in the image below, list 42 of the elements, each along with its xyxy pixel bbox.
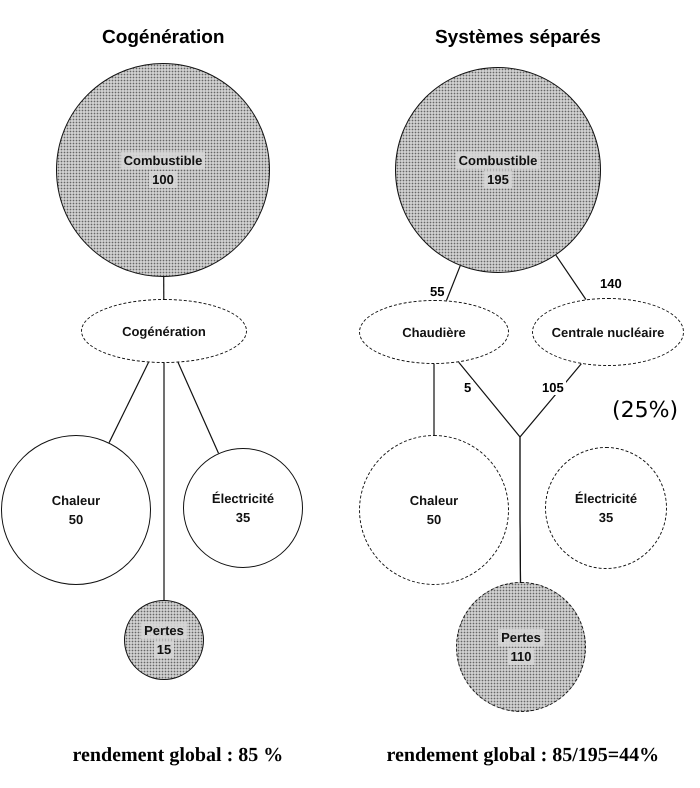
efficiency-note: rendement global : 85/195=44% [386,744,660,766]
node-label: Pertes [498,629,544,646]
node-label: Électricité [574,490,638,507]
edge-label: 55 [428,284,446,299]
node-value: 110 [508,648,534,665]
edge-label: 5 [462,380,474,395]
section-heading: Systèmes séparés [435,27,601,49]
connector-line [519,363,582,582]
output-circle [1,435,151,585]
node-label: Combustible [456,152,540,169]
node-value: 15 [154,641,174,658]
node-label: Chaudière [402,324,466,340]
efficiency-note: rendement global : 85 % [72,744,284,766]
node-label: Chaleur [52,492,100,509]
node-label: Pertes [141,622,187,639]
connector-line [555,254,586,300]
node-value: 35 [598,509,614,526]
output-circle [545,447,667,569]
annotation: (25%) [612,398,678,422]
node-label: Électricité [212,490,274,507]
process-ellipse [81,299,247,363]
process-ellipse [359,300,509,364]
node-value: 50 [68,511,84,528]
node-value: 195 [484,171,512,188]
output-circle [183,448,303,568]
edge-label: 140 [598,276,624,291]
node-label: Cogénération [122,322,206,340]
node-label: Chaleur [410,492,458,509]
node-value: 35 [236,509,250,526]
node-value: 50 [426,511,442,528]
connector-line [446,266,461,301]
section-heading: Cogénération [102,27,224,49]
node-label: Centrale nucléaire [552,324,664,340]
connector-line [108,362,150,443]
connector-line [163,277,164,299]
node-value: 100 [149,171,177,188]
edge-label: 105 [540,380,566,395]
process-ellipse [532,298,684,366]
connector-line [433,364,435,435]
connector-line [178,362,220,454]
connector-line [163,363,165,600]
node-label: Combustible [120,152,206,169]
